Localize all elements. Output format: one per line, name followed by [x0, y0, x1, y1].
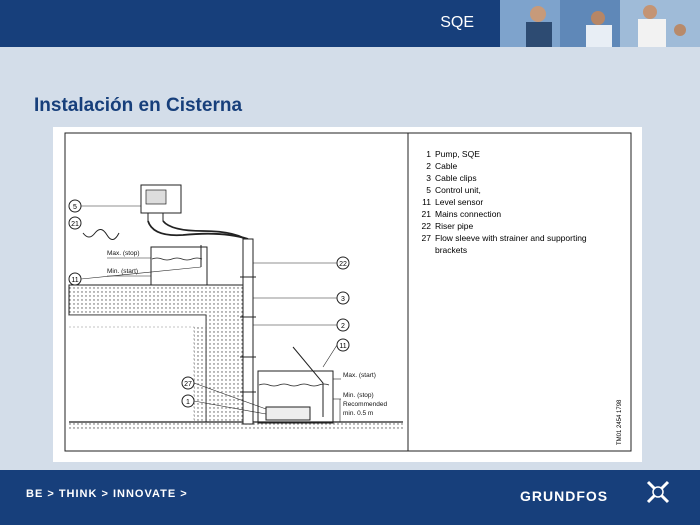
- svg-text:27: 27: [184, 381, 192, 388]
- figure-code: TM01 2454 1798: [617, 399, 623, 445]
- mains-cable: [82, 229, 120, 240]
- callout-22: 22: [253, 256, 350, 270]
- min-depth-label: min. 0.5 m: [343, 410, 373, 417]
- header-photo: [500, 0, 700, 47]
- upper-min-label: Min. (start): [107, 268, 138, 275]
- callout-1: 1: [181, 394, 267, 415]
- legend: 1 Pump, SQE 2 Cable 3 Cable clips 5 Cont…: [422, 149, 587, 255]
- lower-tank: [257, 370, 334, 424]
- riser-pipe: [242, 238, 254, 425]
- svg-text:5: 5: [426, 185, 431, 195]
- diagram-panel: Max. (stop) Min. (start) Max. (start) Mi…: [53, 127, 642, 462]
- header-bar: SQE: [0, 0, 700, 47]
- callout-2: 2: [253, 318, 350, 332]
- pump: [265, 406, 311, 421]
- installation-diagram: Max. (stop) Min. (start) Max. (start) Mi…: [64, 132, 632, 452]
- company-logo: GRUNDFOS: [520, 488, 609, 504]
- svg-text:Pump, SQE: Pump, SQE: [435, 149, 480, 159]
- svg-text:Mains connection: Mains connection: [435, 209, 501, 219]
- upper-tank: [150, 246, 208, 286]
- callout-5: 5: [68, 199, 141, 213]
- slide-title: Instalación en Cisterna: [34, 95, 243, 116]
- lower-min-label: Min. (stop): [343, 392, 374, 399]
- svg-text:1: 1: [186, 399, 190, 406]
- lower-max-label: Max. (start): [343, 372, 376, 379]
- svg-text:Riser pipe: Riser pipe: [435, 221, 474, 231]
- svg-text:22: 22: [422, 221, 432, 231]
- footer-bar: [0, 470, 700, 525]
- svg-text:Control unit,: Control unit,: [435, 185, 481, 195]
- upper-max-label: Max. (stop): [107, 250, 140, 257]
- svg-text:11: 11: [339, 343, 346, 350]
- recommended-label: Recommended: [343, 401, 387, 408]
- callout-21: 21: [68, 216, 82, 230]
- svg-text:11: 11: [71, 277, 78, 284]
- product-name: SQE: [440, 14, 474, 31]
- callout-11-upper: 11: [68, 266, 202, 286]
- grundfos-logo-icon: [644, 478, 672, 511]
- svg-text:2: 2: [341, 323, 345, 330]
- svg-text:22: 22: [339, 261, 347, 268]
- callout-11-lower: 11: [322, 338, 350, 368]
- svg-text:3: 3: [426, 173, 431, 183]
- slogan: BE > THINK > INNOVATE >: [26, 488, 188, 500]
- svg-text:21: 21: [422, 209, 432, 219]
- svg-text:2: 2: [426, 161, 431, 171]
- svg-text:Cable clips: Cable clips: [435, 173, 477, 183]
- svg-text:11: 11: [422, 197, 431, 207]
- svg-text:brackets: brackets: [435, 245, 467, 255]
- callout-3: 3: [253, 291, 350, 305]
- svg-text:27: 27: [422, 233, 432, 243]
- svg-text:3: 3: [341, 296, 345, 303]
- svg-text:5: 5: [73, 204, 77, 211]
- svg-text:Level sensor: Level sensor: [435, 197, 483, 207]
- svg-text:Flow sleeve with strainer and: Flow sleeve with strainer and supporting: [435, 233, 587, 243]
- svg-text:21: 21: [71, 221, 79, 228]
- svg-text:Cable: Cable: [435, 161, 457, 171]
- callout-27: 27: [181, 376, 267, 410]
- svg-text:1: 1: [426, 149, 431, 159]
